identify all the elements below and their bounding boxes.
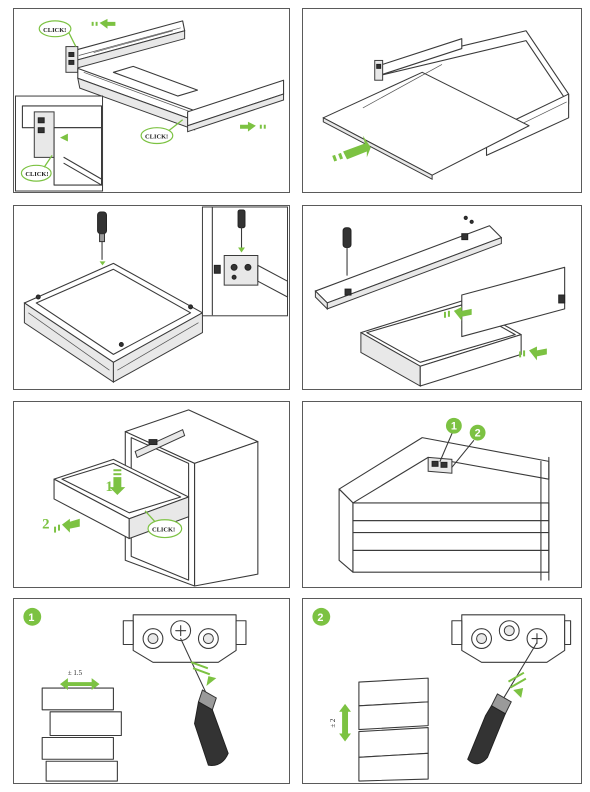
screwdriver-icon: [342, 227, 352, 276]
push-arrow-icon: [54, 518, 80, 533]
step-badge: 2: [312, 607, 331, 626]
side-rails-illustration: CLICK! CLICK! CLICK!: [14, 18, 285, 192]
step-panel-insert-bottom: [302, 8, 582, 193]
adjustment-bracket: [451, 614, 572, 663]
svg-text:2: 2: [42, 517, 49, 533]
screwdriver-icon: [180, 638, 229, 766]
adjustment-point-2-badge: 2: [451, 424, 486, 468]
svg-text:CLICK!: CLICK!: [43, 27, 66, 34]
click-callout: CLICK!: [144, 510, 183, 539]
inset-detail: CLICK!: [14, 95, 104, 192]
svg-text:± 1.5: ± 1.5: [68, 670, 83, 677]
step-panel-vertical-adjustment: 2 ± 2: [302, 598, 582, 784]
bottom-panel-illustration: [322, 30, 570, 180]
click-callout: CLICK!: [38, 20, 77, 47]
push-down-arrow-icon: [109, 469, 126, 495]
svg-text:2: 2: [317, 612, 323, 624]
screw-bottom-illustration: [23, 206, 289, 383]
step-panel-attach-side-rails: CLICK! CLICK! CLICK!: [13, 8, 290, 193]
step-panel-lateral-adjustment: 1 ± 1.5: [13, 598, 290, 784]
push-arrow-icon: [91, 18, 116, 29]
adjustment-points-illustration: 1 2: [338, 417, 550, 581]
svg-text:± 2: ± 2: [330, 718, 337, 728]
push-arrow-icon: [332, 135, 371, 162]
step-panel-attach-front: [302, 205, 582, 390]
vertical-tolerance-arrow-icon: [339, 703, 351, 742]
horizontal-tolerance-arrow-icon: [59, 678, 100, 691]
svg-text:CLICK!: CLICK!: [25, 171, 48, 178]
screwdriver-icon: [467, 641, 538, 765]
svg-text:1: 1: [105, 479, 112, 495]
svg-text:2: 2: [475, 428, 481, 440]
insert-drawer-illustration: 1 2 CLICK!: [42, 409, 259, 587]
rotate-arrow-icon: [190, 661, 217, 687]
svg-text:1: 1: [28, 612, 34, 624]
attach-front-illustration: [314, 215, 566, 387]
adjustment-point-1-badge: 1: [439, 417, 462, 462]
step-panel-screw-bottom: [13, 205, 290, 390]
push-arrow-icon: [519, 346, 547, 361]
click-callout: CLICK!: [140, 119, 184, 145]
push-arrow-icon: [240, 121, 266, 132]
vertical-adjustment-illustration: 2 ± 2: [312, 607, 572, 782]
svg-text:CLICK!: CLICK!: [145, 134, 168, 141]
screwdriver-icon: [97, 211, 107, 260]
svg-text:CLICK!: CLICK!: [152, 527, 175, 534]
step-panel-insert-drawer: 1 2 CLICK!: [13, 401, 290, 588]
adjustment-bracket: [122, 614, 247, 663]
rotate-arrow-icon: [507, 671, 527, 698]
step-badge: 1: [23, 607, 42, 626]
lateral-adjustment-illustration: 1 ± 1.5: [23, 607, 247, 782]
inset-detail: [201, 206, 289, 317]
svg-text:1: 1: [451, 421, 457, 433]
step-panel-adjustment-points: 1 2: [302, 401, 582, 588]
push-arrow-icon: [443, 306, 472, 321]
